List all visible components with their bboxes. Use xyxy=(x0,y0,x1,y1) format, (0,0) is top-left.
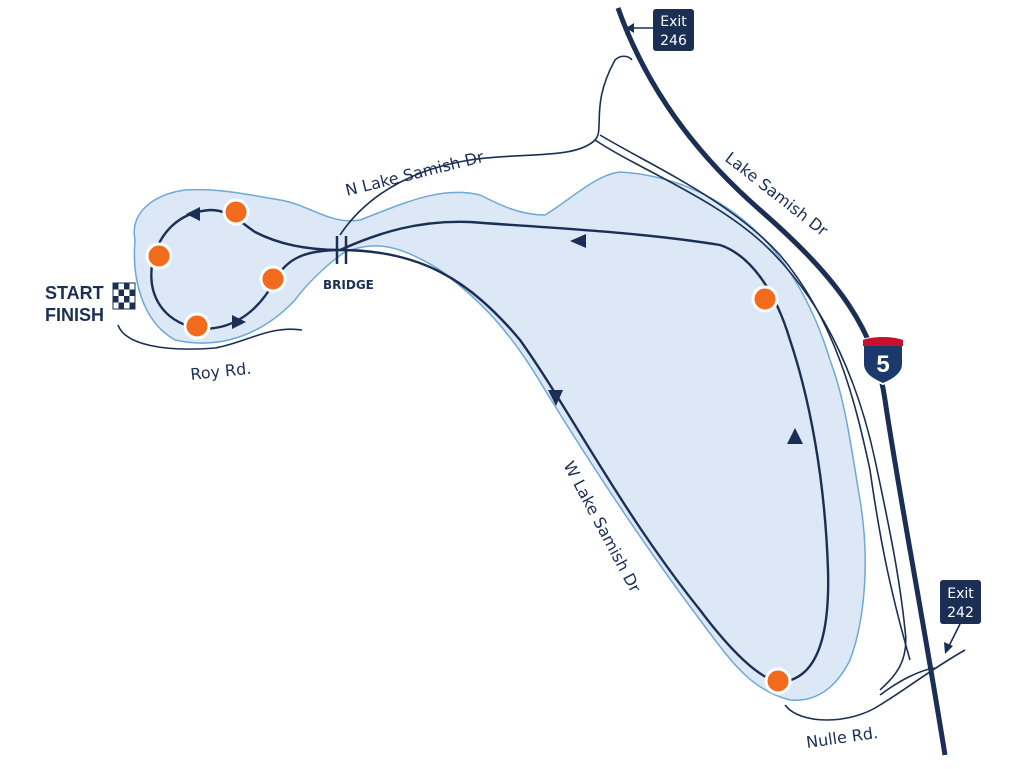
inner-shore-road xyxy=(599,134,911,661)
waypoint-marker-icon xyxy=(222,198,250,226)
exit-pointer-icon xyxy=(626,23,634,33)
nulle-rd xyxy=(784,649,966,721)
waypoint-markers xyxy=(145,198,792,695)
route-arrow-icon xyxy=(570,234,586,248)
waypoint-marker-icon xyxy=(259,265,287,293)
waypoint-marker-icon xyxy=(764,667,792,695)
exit-sign-north: Exit 246 xyxy=(626,9,694,51)
roy-rd xyxy=(117,324,303,350)
roy-rd-label: Roy Rd. xyxy=(189,359,252,384)
route-arrows xyxy=(186,207,803,444)
interstate-5 xyxy=(615,7,948,756)
waypoint-marker-icon xyxy=(751,285,779,313)
nulle-rd-label: Nulle Rd. xyxy=(805,723,879,752)
interstate-shield-icon: 5 xyxy=(862,336,904,386)
checkered-flag-icon xyxy=(112,282,136,310)
route-arrow-icon xyxy=(787,428,803,444)
exit-sign-south: Exit 242 xyxy=(940,580,981,654)
roads xyxy=(117,55,966,721)
route-arrow-icon xyxy=(232,315,246,329)
exit-pointer-icon xyxy=(944,642,953,654)
route-arrow-icon xyxy=(548,390,563,406)
start-finish: START FINISH xyxy=(45,282,136,325)
interstate-number: 5 xyxy=(876,351,889,378)
waypoint-marker-icon xyxy=(183,312,211,340)
exit-north-word: Exit xyxy=(660,14,687,30)
lake-water xyxy=(133,171,866,701)
exit-south-number: 242 xyxy=(947,605,974,621)
exit-south-word: Exit xyxy=(947,586,974,602)
finish-label: FINISH xyxy=(45,305,104,325)
bridge xyxy=(335,236,348,264)
bridge-label: BRIDGE xyxy=(323,278,374,292)
n-lake-samish-dr xyxy=(339,55,633,236)
start-label: START xyxy=(45,283,104,303)
route-arrow-icon xyxy=(186,207,200,221)
waypoint-marker-icon xyxy=(145,242,173,270)
exit-north-number: 246 xyxy=(660,33,687,49)
lake-samish-dr xyxy=(594,139,907,691)
